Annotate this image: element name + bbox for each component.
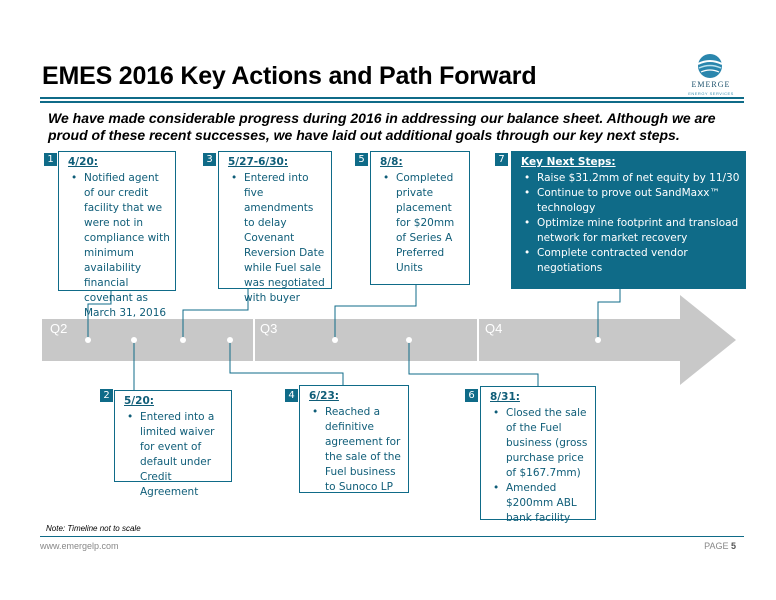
timeline-marker (131, 337, 137, 343)
event-date: 4/20: (68, 156, 98, 168)
next-step-item: Raise $31.2mm of net equity by 11/30 (524, 171, 741, 186)
next-step-item: Optimize mine footprint and transload ne… (524, 216, 741, 246)
quarter-label-q4: Q4 (485, 321, 502, 336)
event-number-badge: 3 (203, 153, 216, 166)
event-box-8-31: 8/31: Closed the sale of the Fuel busine… (480, 386, 596, 524)
emerge-globe-icon (697, 54, 723, 78)
event-number-badge: 5 (355, 153, 368, 166)
event-bullet: Closed the sale of the Fuel business (gr… (493, 406, 591, 481)
event-bullet: Entered into five amendments to delay Co… (231, 171, 327, 306)
next-step-item: Complete contracted vendor negotiations (524, 246, 741, 276)
event-date: 8/31: (490, 391, 520, 403)
page-number: PAGE 5 (690, 541, 736, 551)
title-rule-bottom (40, 101, 744, 103)
quarter-label-q3: Q3 (260, 321, 277, 336)
key-next-steps-heading: Key Next Steps: (521, 156, 616, 168)
event-date: 8/8: (380, 156, 403, 168)
timeline-marker (406, 337, 412, 343)
timeline-marker (180, 337, 186, 343)
event-box-8-8: 8/8: Completed private placement for $20… (370, 151, 470, 285)
event-date: 6/23: (309, 390, 339, 402)
page-label: PAGE (704, 541, 729, 551)
next-step-item: Continue to prove out SandMaxx™ technolo… (524, 186, 741, 216)
logo-wordmark: EMERGE (691, 80, 731, 89)
logo-tagline: ENERGY SERVICES (688, 91, 734, 96)
event-bullet: Notified agent of our credit facility th… (71, 171, 171, 321)
event-number-badge: 2 (100, 389, 113, 402)
timeline-marker (332, 337, 338, 343)
event-bullet: Entered into a limited waiver for event … (127, 410, 227, 500)
connector-line (597, 289, 621, 340)
timeline-arrow (42, 295, 736, 385)
event-box-5-20: 5/20: Entered into a limited waiver for … (114, 390, 232, 498)
event-bullet: Amended $200mm ABL bank facility (493, 481, 591, 526)
event-box-5-27-6-30: 5/27-6/30: Entered into five amendments … (218, 151, 332, 304)
event-box-4-20: 4/20: Notified agent of our credit facil… (58, 151, 176, 319)
timeline-marker (595, 337, 601, 343)
event-number-badge: 6 (465, 389, 478, 402)
footer-url[interactable]: www.emergelp.com (40, 541, 119, 551)
quarter-label-q2: Q2 (50, 321, 67, 336)
title-rule-top (40, 97, 744, 99)
event-date: 5/27-6/30: (228, 156, 289, 168)
event-number-badge: 7 (495, 153, 508, 166)
event-number-badge: 1 (44, 153, 57, 166)
timeline-marker (227, 337, 233, 343)
event-bullet: Reached a definitive agreement for the s… (312, 405, 404, 495)
timeline-marker (85, 337, 91, 343)
footer-rule (40, 536, 744, 537)
page-title: EMES 2016 Key Actions and Path Forward (42, 62, 537, 90)
connector-line (408, 340, 539, 386)
subtitle: We have made considerable progress durin… (48, 110, 716, 143)
key-next-steps-box: Key Next Steps: Raise $31.2mm of net equ… (511, 151, 746, 289)
event-bullet: Completed private placement for $20mm of… (383, 171, 465, 276)
event-date: 5/20: (124, 395, 154, 407)
event-box-6-23: 6/23: Reached a definitive agreement for… (299, 385, 409, 493)
connector-line (229, 340, 344, 385)
footnote: Note: Timeline not to scale (46, 524, 141, 533)
event-number-badge: 4 (285, 389, 298, 402)
page-number-value: 5 (730, 541, 736, 551)
connector-line (334, 285, 417, 340)
